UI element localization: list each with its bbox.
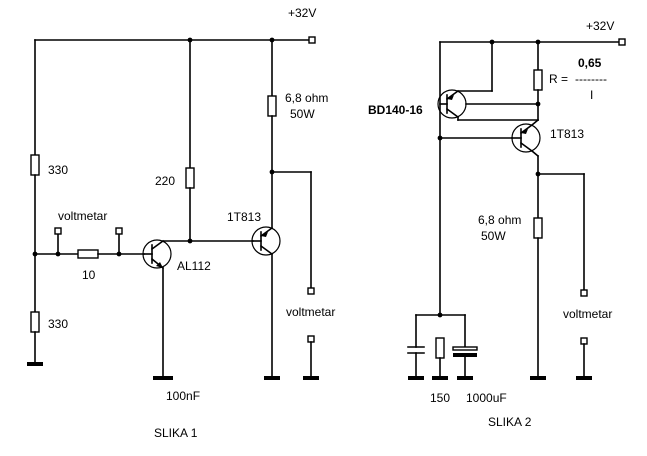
resistor-r-sense: [533, 69, 543, 91]
label-bd140: BD140-16: [368, 103, 423, 117]
circuit-1: +32V 330 330 10 220 6,8 ohm 50W voltmeta…: [27, 6, 335, 440]
label-100nf: 100nF: [166, 389, 200, 403]
voltmeter-terminal-2: [580, 289, 588, 297]
label-r-top: 330: [48, 163, 68, 177]
caption-slika-1: SLIKA 1: [154, 426, 198, 440]
resistor-220: [185, 167, 195, 189]
supply-label-1: +32V: [288, 6, 316, 20]
ground-symbol: [27, 362, 43, 366]
formula-numerator: 0,65: [578, 56, 602, 70]
label-1t813-a: 1T813: [227, 210, 261, 224]
label-voltmeter-right: voltmetar: [286, 305, 335, 319]
capacitor-1000uF: [452, 346, 478, 351]
label-r-bottom: 330: [48, 317, 68, 331]
circuit-2: +32V 0,65 R = -------- I BD140-16 1T813 …: [368, 19, 626, 429]
formula-lhs: R =: [549, 72, 568, 86]
resistor-6-8-ohm-b: [533, 217, 543, 239]
label-load-value-2: 6,8 ohm: [478, 213, 521, 227]
voltmeter-probe-b: [115, 227, 123, 235]
label-load-power-2: 50W: [481, 229, 506, 243]
label-r-series: 10: [82, 268, 96, 282]
transistor-al112: [142, 239, 172, 270]
label-1000uf: 1000uF: [466, 391, 507, 405]
supply-terminal-2: [618, 38, 626, 46]
supply-label-2: +32V: [586, 19, 614, 33]
capacitor-100nF-plate: [153, 376, 173, 380]
voltmeter-terminal-1: [307, 287, 315, 295]
transistor-1t813-b: [511, 123, 541, 153]
resistor-150: [435, 337, 445, 359]
label-load-value: 6,8 ohm: [285, 91, 328, 105]
resistor-330-top: [30, 154, 40, 176]
transistor-bd140: [437, 89, 467, 119]
formula-denominator: I: [590, 88, 593, 102]
supply-terminal-1: [308, 36, 316, 44]
label-load-power: 50W: [290, 107, 315, 121]
label-voltmeter-left: voltmetar: [58, 209, 107, 223]
transistor-1t813-a: [251, 226, 281, 256]
resistor-330-bottom: [30, 311, 40, 333]
formula-bar: --------: [575, 72, 607, 86]
label-1t813-b: 1T813: [550, 127, 584, 141]
label-al112: AL112: [177, 259, 211, 273]
resistor-6-8-ohm: [267, 95, 277, 117]
label-voltmeter-2: voltmetar: [563, 307, 612, 321]
voltmeter-probe-a: [54, 227, 62, 235]
resistor-10: [77, 249, 99, 259]
caption-slika-2: SLIKA 2: [488, 415, 532, 429]
label-150: 150: [430, 391, 450, 405]
label-r-220: 220: [155, 174, 175, 188]
